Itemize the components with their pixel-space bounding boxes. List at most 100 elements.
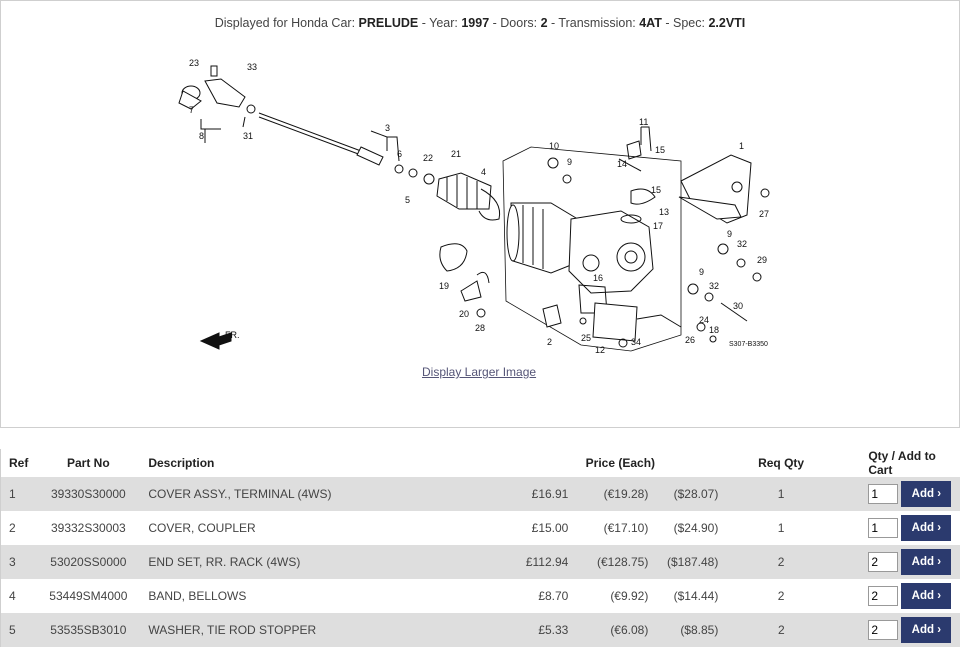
svg-text:2: 2 bbox=[547, 337, 552, 347]
diagram-code: S307-B3350 bbox=[729, 341, 768, 348]
cell-description: END SET, RR. RACK (4WS) bbox=[144, 545, 505, 579]
svg-text:33: 33 bbox=[247, 62, 257, 72]
svg-text:3: 3 bbox=[385, 123, 390, 133]
cell-price-usd: ($14.44) bbox=[652, 579, 737, 613]
svg-text:26: 26 bbox=[685, 335, 695, 345]
cell-req-qty: 1 bbox=[736, 511, 827, 545]
cell-part-no: 39332S30003 bbox=[32, 511, 145, 545]
svg-text:12: 12 bbox=[595, 345, 605, 355]
add-to-cart-button[interactable]: Add › bbox=[901, 583, 952, 609]
svg-text:1: 1 bbox=[739, 141, 744, 151]
vehicle-year: 1997 bbox=[461, 16, 490, 30]
svg-text:17: 17 bbox=[653, 221, 663, 231]
cell-description: BAND, BELLOWS bbox=[144, 579, 505, 613]
cell-qty-add: Add › bbox=[826, 545, 960, 579]
cell-price-gbp: £16.91 bbox=[504, 477, 573, 511]
svg-text:9: 9 bbox=[699, 267, 704, 277]
cell-price-eur: (€19.28) bbox=[572, 477, 653, 511]
cell-ref: 2 bbox=[0, 511, 33, 545]
cell-qty-add: Add › bbox=[826, 613, 960, 647]
cell-price-usd: ($24.90) bbox=[652, 511, 737, 545]
qty-input[interactable] bbox=[868, 552, 899, 572]
cell-req-qty: 1 bbox=[736, 477, 827, 511]
qty-input[interactable] bbox=[868, 518, 899, 538]
cell-price-gbp: £5.33 bbox=[504, 613, 573, 647]
svg-text:34: 34 bbox=[631, 337, 641, 347]
cell-req-qty: 2 bbox=[736, 545, 827, 579]
cell-price-gbp: £112.94 bbox=[504, 545, 573, 579]
cell-price-eur: (€17.10) bbox=[572, 511, 653, 545]
header-part-no: Part No bbox=[67, 456, 110, 470]
cell-price-eur: (€128.75) bbox=[572, 545, 653, 579]
qty-input[interactable] bbox=[868, 620, 899, 640]
header-price: Price (Each) bbox=[585, 456, 656, 470]
svg-text:21: 21 bbox=[451, 149, 461, 159]
header-ref: Ref bbox=[9, 456, 29, 470]
cell-ref: 1 bbox=[0, 477, 33, 511]
cell-part-no: 53449SM4000 bbox=[32, 579, 145, 613]
cell-req-qty: 2 bbox=[736, 579, 827, 613]
diagram-panel: Displayed for Honda Car: PRELUDE - Year:… bbox=[0, 0, 960, 428]
cell-qty-add: Add › bbox=[826, 579, 960, 613]
cell-price-gbp: £15.00 bbox=[504, 511, 573, 545]
vehicle-info: Displayed for Honda Car: PRELUDE - Year:… bbox=[1, 16, 959, 30]
vehicle-prefix: Displayed for Honda Car: bbox=[214, 16, 359, 30]
spec-label: - Spec: bbox=[661, 16, 709, 30]
cell-qty-add: Add › bbox=[826, 511, 960, 545]
cell-part-no: 39330S30000 bbox=[32, 477, 145, 511]
svg-text:18: 18 bbox=[709, 325, 719, 335]
cell-req-qty: 2 bbox=[736, 613, 827, 647]
front-direction-label: FR. bbox=[225, 330, 240, 340]
svg-text:8: 8 bbox=[199, 131, 204, 141]
cell-price-usd: ($187.48) bbox=[652, 545, 737, 579]
display-larger-image-link[interactable]: Display Larger Image bbox=[422, 365, 537, 379]
svg-text:29: 29 bbox=[757, 255, 767, 265]
add-to-cart-button[interactable]: Add › bbox=[901, 617, 952, 643]
qty-input[interactable] bbox=[868, 484, 899, 504]
svg-text:32: 32 bbox=[709, 281, 719, 291]
add-to-cart-button[interactable]: Add › bbox=[901, 549, 952, 575]
svg-text:28: 28 bbox=[475, 323, 485, 333]
svg-text:15: 15 bbox=[651, 185, 661, 195]
svg-text:32: 32 bbox=[737, 239, 747, 249]
svg-text:31: 31 bbox=[243, 131, 253, 141]
vehicle-transmission: 4AT bbox=[639, 16, 662, 30]
cell-ref: 5 bbox=[0, 613, 33, 647]
transmission-label: - Transmission: bbox=[547, 16, 640, 30]
svg-text:10: 10 bbox=[549, 141, 559, 151]
svg-text:9: 9 bbox=[727, 229, 732, 239]
svg-text:30: 30 bbox=[733, 301, 743, 311]
svg-text:14: 14 bbox=[617, 159, 627, 169]
cell-ref: 3 bbox=[0, 545, 33, 579]
parts-table: Ref Part No Description Price (Each) Req… bbox=[0, 449, 960, 647]
svg-text:16: 16 bbox=[593, 273, 603, 283]
svg-text:27: 27 bbox=[759, 209, 769, 219]
cell-description: COVER ASSY., TERMINAL (4WS) bbox=[144, 477, 505, 511]
qty-input[interactable] bbox=[868, 586, 899, 606]
svg-text:22: 22 bbox=[423, 153, 433, 163]
svg-text:19: 19 bbox=[439, 281, 449, 291]
cell-description: WASHER, TIE ROD STOPPER bbox=[144, 613, 505, 647]
cell-price-usd: ($8.85) bbox=[652, 613, 737, 647]
vehicle-model: PRELUDE bbox=[358, 16, 419, 30]
add-to-cart-button[interactable]: Add › bbox=[901, 481, 952, 507]
cell-price-eur: (€9.92) bbox=[572, 579, 653, 613]
year-label: - Year: bbox=[418, 16, 462, 30]
svg-text:11: 11 bbox=[639, 117, 648, 127]
svg-text:7: 7 bbox=[189, 105, 194, 115]
cell-qty-add: Add › bbox=[826, 477, 960, 511]
add-to-cart-button[interactable]: Add › bbox=[901, 515, 952, 541]
svg-text:4: 4 bbox=[481, 167, 486, 177]
header-qty-add: Qty / Add to Cart bbox=[868, 449, 936, 477]
svg-text:15: 15 bbox=[655, 145, 665, 155]
svg-text:24: 24 bbox=[699, 315, 709, 325]
cell-price-eur: (€6.08) bbox=[572, 613, 653, 647]
vehicle-spec: 2.2VTI bbox=[708, 16, 746, 30]
